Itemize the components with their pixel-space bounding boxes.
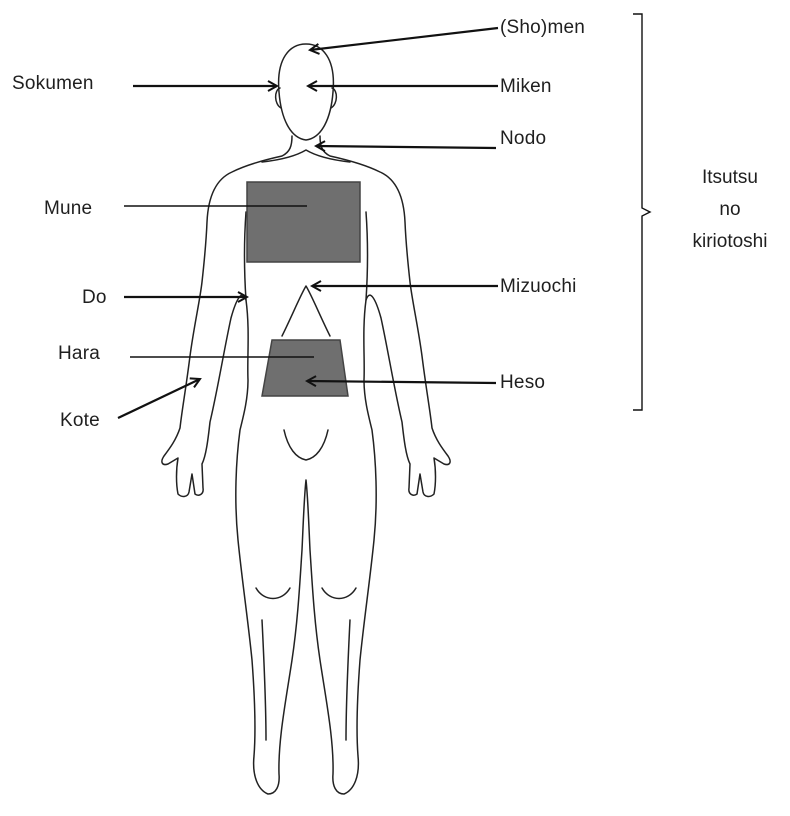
itsutsu-no-kiriotoshi-label: Itsutsu no kiriotoshi <box>676 162 784 258</box>
nodo-label: Nodo <box>500 128 546 150</box>
head-outline <box>279 44 334 140</box>
leg-right-inner-outline <box>346 620 350 740</box>
group-label-line-1: Itsutsu <box>676 162 784 194</box>
shomen-label: (Sho)men <box>500 17 585 39</box>
group-label-line-2: no <box>676 194 784 226</box>
mizuochi-label: Mizuochi <box>500 276 577 298</box>
shomen-arrow <box>310 28 498 50</box>
mune-label: Mune <box>44 198 92 220</box>
group-label-line-3: kiriotoshi <box>676 226 784 258</box>
knee-left-outline <box>256 588 290 599</box>
left-arm-inner-outline <box>245 212 247 300</box>
leg-left-inner-outline <box>262 620 266 740</box>
groin-outline <box>284 430 328 460</box>
heso-label: Heso <box>500 372 545 394</box>
mune-target-area <box>247 182 360 262</box>
do-label: Do <box>82 287 107 309</box>
kote-arrow <box>118 379 200 418</box>
kote-label: Kote <box>60 410 100 432</box>
group-bracket <box>633 14 650 410</box>
nodo-arrow <box>316 146 496 148</box>
knee-right-outline <box>322 588 356 599</box>
body-outline <box>162 44 450 794</box>
sokumen-label: Sokumen <box>12 73 94 95</box>
miken-label: Miken <box>500 76 552 98</box>
hara-label: Hara <box>58 343 100 365</box>
collar-outline <box>262 150 350 162</box>
hara-target-area <box>262 340 348 396</box>
rib-arch-outline <box>282 286 330 336</box>
